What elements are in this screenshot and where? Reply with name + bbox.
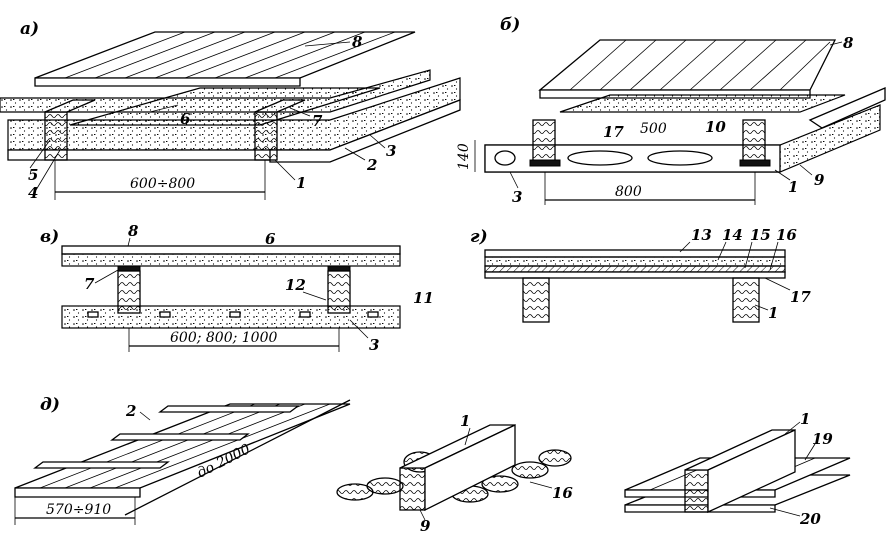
dimension-b-height: 140 (456, 143, 472, 170)
dimension-v: 600; 800; 1000 (170, 330, 277, 346)
dim-length-line (124, 399, 351, 516)
callout-v-8: 8 (128, 222, 139, 240)
callout-b-3: 3 (512, 188, 522, 206)
panel-d: д) до 2000 570÷910 2 (14, 395, 851, 535)
panel-v: в) 600; 800; 1000 8 6 7 12 11 3 (40, 222, 434, 354)
panel-g-letter: г) (470, 227, 488, 247)
callout-a-4: 4 (28, 184, 38, 202)
layer-15 (484, 265, 786, 273)
callout-a-1: 1 (296, 174, 306, 192)
callout-d-1a: 1 (460, 412, 470, 430)
callout-d-2: 2 (125, 402, 136, 420)
dimension-a: 600÷800 (130, 176, 195, 192)
callout-g-16: 16 (776, 226, 797, 244)
dimension-d-width: 570÷910 (46, 502, 111, 518)
callout-b-9: 9 (814, 171, 825, 189)
board-panel (14, 403, 351, 489)
callout-v-7: 7 (84, 275, 95, 293)
callout-d-1b: 1 (800, 410, 810, 428)
callout-b-10: 10 (705, 118, 726, 136)
joist-right (254, 111, 278, 161)
joist-d-front (399, 467, 426, 511)
panel-a: а) 600÷800 8 6 7 (0, 19, 461, 202)
panel-d-letter: д) (40, 395, 60, 415)
floor-boards-front (34, 77, 301, 87)
dimension-b-bottom: 800 (615, 184, 642, 200)
callout-d-16: 16 (552, 484, 573, 502)
callout-g-14: 14 (722, 226, 743, 244)
callout-b-1: 1 (788, 178, 798, 196)
upper-sheet (0, 69, 431, 113)
layer-14 (484, 256, 786, 267)
callout-a-8: 8 (352, 33, 363, 51)
joist-b-left (532, 119, 556, 163)
dimension-b-span: 500 (640, 121, 667, 137)
callout-a-7: 7 (312, 112, 323, 130)
panel-v-letter: в) (40, 227, 59, 247)
callout-g-13: 13 (691, 226, 712, 244)
callout-a-5: 5 (28, 166, 38, 184)
callout-g-1: 1 (768, 304, 778, 322)
callout-v-11: 11 (413, 289, 434, 307)
crossbar-2 (110, 433, 250, 441)
callout-v-6: 6 (265, 230, 276, 248)
joist-left (44, 111, 68, 161)
joist-b-right (742, 119, 766, 163)
callout-g-15: 15 (750, 226, 771, 244)
callout-b-17: 17 (603, 123, 624, 141)
callout-a-2: 2 (366, 156, 377, 174)
callout-a-3: 3 (386, 142, 396, 160)
callout-g-17: 17 (790, 288, 811, 306)
callout-d-19: 19 (812, 430, 833, 448)
floor-boards-v (61, 245, 401, 255)
joist-g-left (522, 277, 550, 323)
callout-d-20: 20 (799, 510, 821, 528)
crossbar-1 (33, 461, 170, 469)
callout-d-9: 9 (420, 517, 431, 535)
upper-sheet-v (61, 253, 401, 267)
joist-d-right (684, 469, 709, 513)
callout-v-3: 3 (369, 336, 379, 354)
sheet-layer (269, 99, 461, 163)
layer-16 (484, 271, 786, 279)
callout-a-6: 6 (180, 110, 191, 128)
panel-b-letter: б) (500, 15, 520, 35)
panel-b: б) 140 800 500 (456, 15, 886, 206)
crossbar-3 (158, 405, 300, 413)
callout-v-12: 12 (285, 276, 306, 294)
channel (808, 87, 886, 129)
panel-a-letter: а) (20, 19, 39, 39)
upper-sheet-b (559, 94, 846, 113)
layer-13 (484, 249, 786, 258)
joist-g-right (732, 277, 760, 323)
slab-voids (494, 150, 713, 166)
panel-g: г) 13 14 15 16 17 1 (470, 226, 811, 323)
callout-b-8: 8 (843, 34, 854, 52)
board-lines (64, 31, 396, 79)
